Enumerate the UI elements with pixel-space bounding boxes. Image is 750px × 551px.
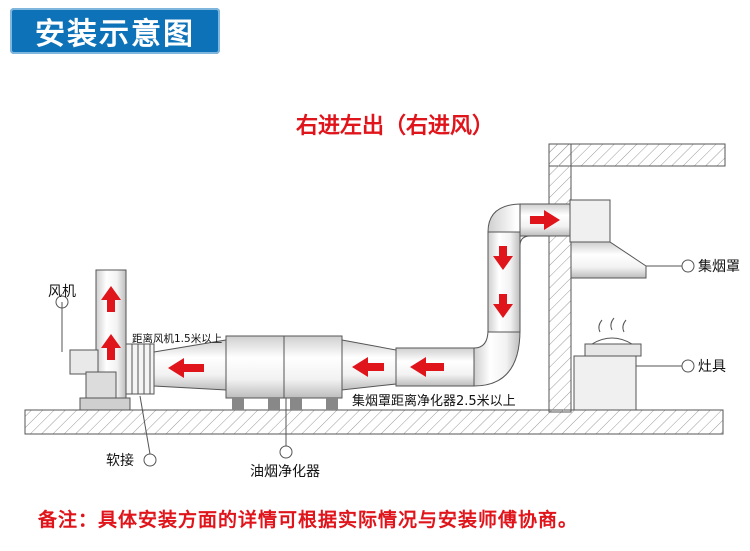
fan-unit [69,269,131,411]
smoke-hood [569,199,647,279]
fan-distance-label: 距离风机1.5米以上 [132,332,222,345]
diagram-subtitle: 右进左出（右进风） [295,114,494,139]
fan-label: 风机 [48,284,76,300]
page-title: 安装示意图 [35,17,195,52]
arrow-down-1 [493,246,513,270]
installation-note: 备注：具体安装方面的详情可根据实际情况与安装师傅协商。 [38,509,579,531]
stove-label: 灶具 [698,359,726,375]
arrow-left-soft [168,358,204,378]
purifier-label: 油烟净化器 [250,464,320,480]
soft-joint-label: 软接 [106,452,134,469]
soft-joint [125,343,155,395]
duct-elbow-lower [473,329,521,387]
title-banner: 安装示意图 [10,8,220,54]
arrow-left-duct-2 [352,357,384,377]
arrow-up-fan-1 [101,286,121,312]
arrow-left-hood [530,210,560,230]
hood-distance-label: 集烟罩距离净化器2.5米以上 [352,393,516,409]
arrow-up-fan-2 [101,334,121,360]
stove [573,317,642,411]
arrow-left-duct-1 [410,357,444,377]
airflow-arrows [101,210,560,378]
leader-lines [55,259,695,467]
purifier-unit [225,335,343,410]
floor-slab [24,409,724,435]
arrow-down-2 [493,294,513,318]
hood-label: 集烟罩 [698,258,740,275]
